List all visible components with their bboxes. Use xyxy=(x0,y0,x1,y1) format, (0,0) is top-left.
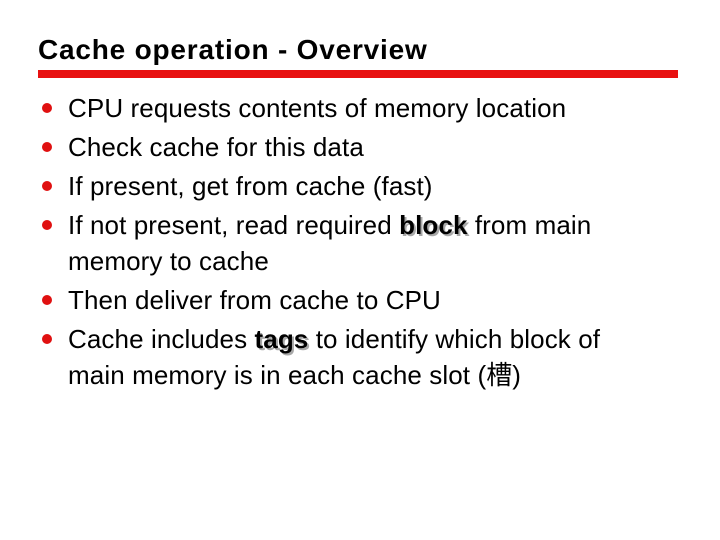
bullet-text: Check cache for this data xyxy=(68,129,364,165)
bullet-text-line: CPU requests contents of memory location xyxy=(68,90,566,126)
bullet-icon xyxy=(42,142,52,152)
bullet-item: If not present, read required block from… xyxy=(38,207,678,279)
bullet-text-line: Cache includes tags to identify which bl… xyxy=(68,321,600,357)
bullet-item: CPU requests contents of memory location xyxy=(38,90,678,126)
bullet-text-line: If not present, read required block from… xyxy=(68,207,591,243)
bullet-text: Cache includes tags to identify which bl… xyxy=(68,321,600,393)
slide-title: Cache operation - Overview xyxy=(38,34,428,65)
bullet-text-line: memory to cache xyxy=(68,243,591,279)
bold-keyword: tags xyxy=(254,324,309,354)
bullet-item: Check cache for this data xyxy=(38,129,678,165)
bullet-text-line: main memory is in each cache slot (槽) xyxy=(68,357,600,393)
bullet-icon xyxy=(42,103,52,113)
bullet-icon xyxy=(42,181,52,191)
bullet-icon xyxy=(42,295,52,305)
text-segment: memory to cache xyxy=(68,246,269,276)
bullet-text: If present, get from cache (fast) xyxy=(68,168,433,204)
bold-keyword: block xyxy=(399,210,468,240)
text-segment: Then deliver from cache to CPU xyxy=(68,285,441,315)
text-segment: from main xyxy=(467,210,592,240)
bullet-item: Cache includes tags to identify which bl… xyxy=(38,321,678,393)
bullet-text: Then deliver from cache to CPU xyxy=(68,282,441,318)
bullet-icon xyxy=(42,334,52,344)
title-underline-rule xyxy=(38,70,678,78)
text-segment: to identify which block of xyxy=(308,324,601,354)
bullet-item: Then deliver from cache to CPU xyxy=(38,282,678,318)
bullet-icon xyxy=(42,220,52,230)
text-segment: Check cache for this data xyxy=(68,132,364,162)
bullet-list: CPU requests contents of memory location… xyxy=(38,90,678,396)
bullet-text-line: Then deliver from cache to CPU xyxy=(68,282,441,318)
bullet-text-line: Check cache for this data xyxy=(68,129,364,165)
text-segment: If not present, read required xyxy=(68,210,400,240)
text-segment: CPU requests contents of memory location xyxy=(68,93,567,123)
bullet-text: If not present, read required block from… xyxy=(68,207,591,279)
text-segment: If present, get from cache (fast) xyxy=(68,171,433,201)
text-segment: Cache includes xyxy=(68,324,255,354)
text-segment: main memory is in each cache slot (槽) xyxy=(68,360,522,390)
bullet-item: If present, get from cache (fast) xyxy=(38,168,678,204)
bullet-text: CPU requests contents of memory location xyxy=(68,90,566,126)
bullet-text-line: If present, get from cache (fast) xyxy=(68,168,433,204)
